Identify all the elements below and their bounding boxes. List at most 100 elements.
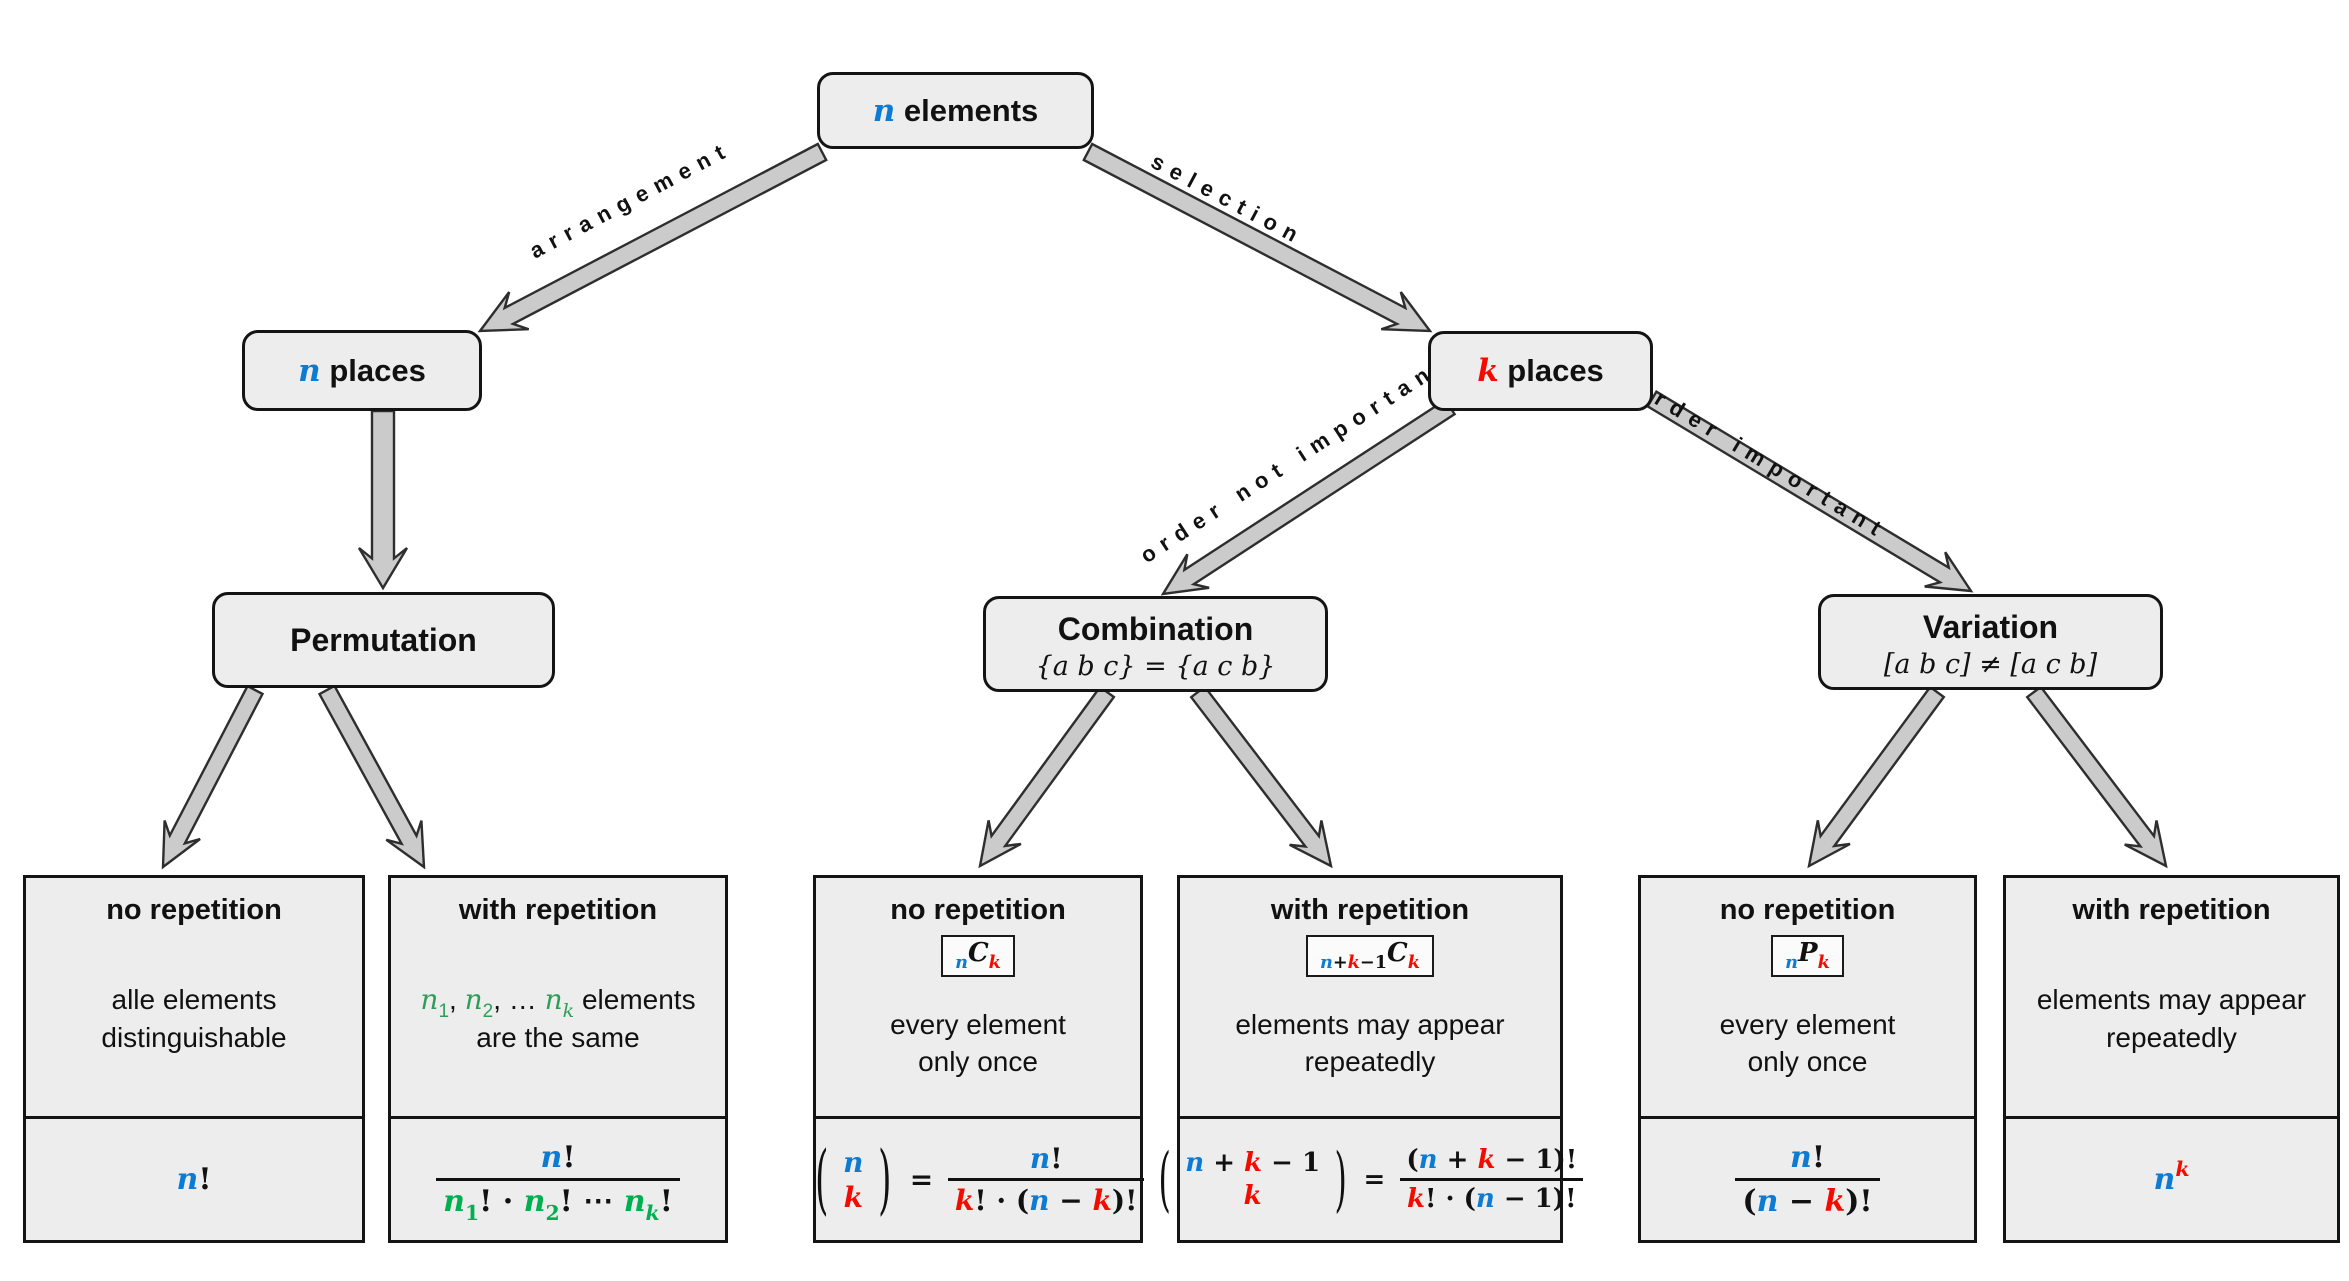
math-token: only once — [918, 1046, 1038, 1078]
math-token: n — [1185, 1148, 1205, 1178]
math-token: − 1)! — [1495, 1145, 1578, 1175]
math-token: n — [1029, 1142, 1051, 1175]
math-token: = — [1354, 1164, 1395, 1195]
math-token: k — [843, 1180, 863, 1214]
node-variation: Variation [a b c] ≠ [a c b] — [1818, 594, 2163, 690]
description-line: elements may appear — [2037, 981, 2306, 1019]
node-n-places: n places — [242, 330, 482, 411]
math-token: n! — [534, 1140, 583, 1175]
description-line: n1, n2, … nk elements — [420, 981, 695, 1022]
description-line: are the same — [420, 1019, 695, 1057]
math-token: n — [1029, 1184, 1050, 1217]
math-token: + — [1437, 1145, 1478, 1175]
node-variation-title: Variation — [1922, 608, 2059, 645]
math-token: n — [872, 92, 896, 129]
math-token: n — [176, 1162, 199, 1197]
math-token: elements — [895, 92, 1039, 128]
math-token: k — [1237, 1180, 1269, 1213]
math-token: k — [1817, 952, 1830, 974]
math-token: k — [2175, 1157, 2190, 1182]
arrow-connector — [317, 684, 426, 870]
math-token: − — [1049, 1184, 1093, 1217]
math-token: k — [1824, 1184, 1846, 1219]
math-token: k — [1477, 1145, 1496, 1175]
math-token: C — [1387, 938, 1408, 968]
node-combination-subtitle: {a b c} = {a c b} — [1035, 650, 1276, 682]
card-title: no repetition — [1719, 894, 1896, 926]
math-token: ) — [1334, 1138, 1347, 1221]
math-token: n — [1320, 952, 1333, 974]
math-token: ! · ( — [974, 1184, 1030, 1217]
math-token: ! — [1050, 1142, 1063, 1175]
math-token: n + k − 1 — [1178, 1147, 1327, 1180]
math-token: n — [623, 1184, 646, 1219]
math-token: n — [1756, 1184, 1779, 1219]
math-token: n — [523, 1184, 546, 1219]
math-token: + — [1332, 952, 1348, 974]
math-token: n — [836, 1145, 870, 1180]
math-token: k — [988, 952, 1001, 974]
arrow-connector — [357, 409, 409, 591]
math-token: are the same — [476, 1021, 640, 1053]
math-token: elements may appear — [2036, 983, 2307, 1015]
math-token: ! — [198, 1162, 212, 1197]
math-token: ! — [1811, 1140, 1825, 1175]
node-permutation-title: Permutation — [290, 621, 477, 658]
math-token: ( — [1742, 1184, 1757, 1219]
math-token: k — [837, 1180, 870, 1215]
math-token: n — [420, 982, 439, 1016]
card-description: elements may appear repeatedly — [1235, 977, 1504, 1110]
math-token: repeatedly — [1304, 1046, 1436, 1078]
math-token: k — [1243, 1180, 1262, 1211]
math-token: − 1)! — [1494, 1184, 1577, 1214]
card-top: with repetition n+k−1Ck elements may app… — [1180, 878, 1560, 1116]
math-token: ) — [878, 1135, 892, 1224]
description-line: distinguishable — [101, 1019, 286, 1057]
description-line: elements may appear — [1235, 1006, 1504, 1044]
math-token: n — [1790, 1140, 1812, 1175]
description-line: alle elements — [101, 981, 286, 1019]
math-token: k! · (n − 1)! — [1399, 1178, 1584, 1214]
node-permutation: Permutation — [212, 592, 555, 688]
math-token: n!(n − k)! — [1735, 1140, 1880, 1219]
math-token: − — [1778, 1184, 1825, 1219]
math-token: only once — [1747, 1046, 1868, 1078]
math-token: n — [443, 1184, 465, 1219]
description-line: every element — [890, 1006, 1066, 1044]
math-token: elements may appear — [1235, 1008, 1505, 1040]
math-token: ( n + k − 1)!k! · (n − 1)! — [1399, 1145, 1584, 1214]
math-token: every element — [1719, 1008, 1896, 1040]
math-token: 2 — [482, 1000, 494, 1022]
arrow-connector — [1160, 398, 1457, 596]
math-token: n — [544, 982, 563, 1016]
formula-symbol-badge-n+k-1Ck: n+k−1Ck — [1306, 935, 1434, 977]
math-token: n — [540, 1140, 563, 1175]
card-title: no repetition — [890, 894, 1066, 926]
math-token: ! — [562, 1140, 576, 1175]
math-token: ( — [1406, 1145, 1419, 1175]
math-token: n — [464, 982, 483, 1016]
math-token: k! · (n − k)! — [947, 1178, 1145, 1217]
math-token: k — [1244, 1148, 1263, 1178]
arrow-connector — [2025, 685, 2168, 869]
math-token: P — [1798, 938, 1818, 968]
math-token: k — [1477, 353, 1499, 389]
math-token: n — [1475, 1184, 1495, 1214]
math-token: 1 — [464, 1200, 480, 1225]
math-token: ! · ( — [1425, 1184, 1476, 1214]
node-k-places: k places — [1428, 331, 1653, 411]
card-variation-no-repetition: no repetition n Pk every element only once… — [1638, 875, 1977, 1243]
